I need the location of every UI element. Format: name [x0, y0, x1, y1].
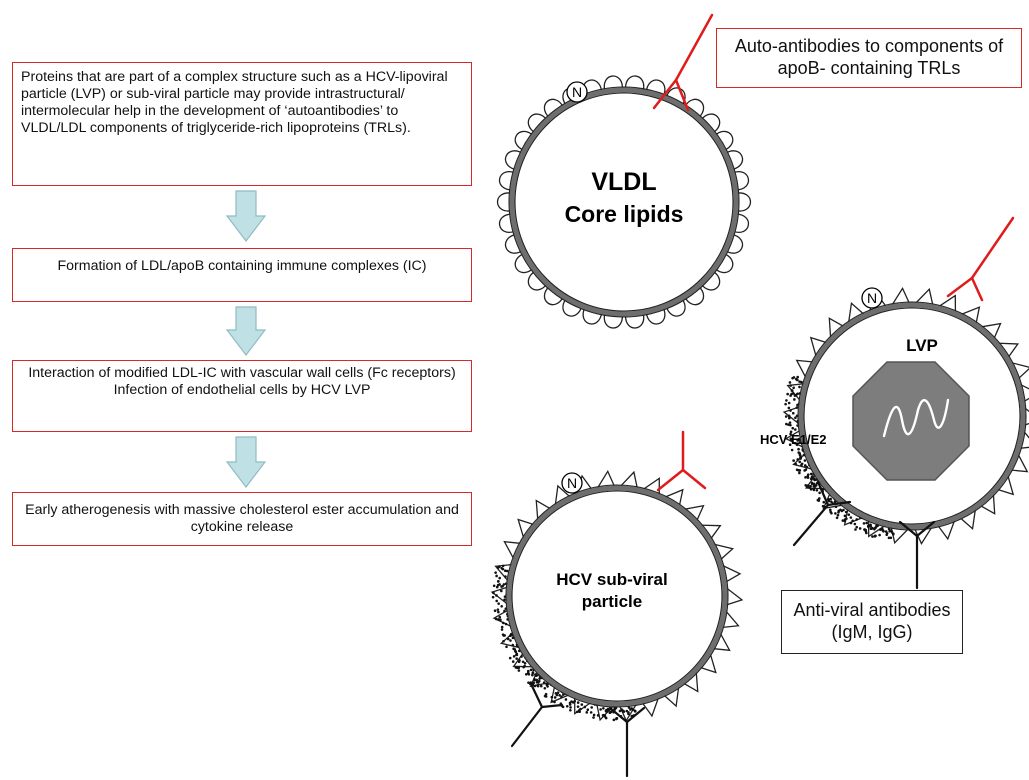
flow-box-immune-complexes-text: Formation of LDL/apoB containing immune …: [57, 258, 427, 274]
n-marker-vldl: N: [566, 81, 588, 103]
n-marker-subviral: N: [561, 472, 583, 494]
subviral-particle: [490, 469, 744, 723]
hcv-e-label: HCV E1/E2: [760, 432, 826, 447]
autoantibody-vldl: [652, 13, 714, 112]
autoantibodies-label-box: Auto-antibodies to components of apoB- c…: [716, 28, 1022, 88]
lvp-title: LVP: [906, 336, 938, 355]
antiviral-label-box: Anti-viral antibodies (IgM, IgG): [781, 590, 963, 654]
autoantibody-subviral: [656, 430, 707, 492]
flow-arrow-1: [226, 190, 266, 242]
antiviral-label: Anti-viral antibodies (IgM, IgG): [793, 600, 951, 642]
subviral-title: HCV sub-viral: [556, 570, 667, 589]
antiviral-antibody-subviral-left: [510, 684, 564, 748]
vldl-subtitle: Core lipids: [565, 201, 684, 227]
autoantibody-lvp: [946, 216, 1015, 302]
antiviral-antibody-lvp-bottom: [898, 520, 936, 590]
hcv-capsid-octagon: [852, 361, 970, 481]
antiviral-antibody-lvp-left: [792, 480, 852, 547]
vldl-membrane: [509, 87, 739, 317]
flow-box-interaction: Interaction of modified LDL-IC with vasc…: [12, 360, 472, 432]
sub-membrane: [506, 485, 728, 707]
n-marker-vldl-label: N: [572, 84, 582, 100]
antiviral-antibody-subviral-bottom: [608, 706, 646, 778]
flow-box-interaction-line1: Interaction of modified LDL-IC with vasc…: [28, 365, 456, 381]
autoantibodies-label: Auto-antibodies to components of apoB- c…: [734, 36, 1004, 78]
flow-box-immune-complexes: Formation of LDL/apoB containing immune …: [12, 248, 472, 302]
flow-box-atherogenesis-text: Early atherogenesis with massive cholest…: [25, 502, 459, 535]
subviral-subtitle: particle: [582, 592, 642, 611]
flow-box-help: Proteins that are part of a complex stru…: [12, 62, 472, 186]
hcv-rna-icon: [882, 398, 950, 438]
flow-box-help-text: Proteins that are part of a complex stru…: [21, 69, 448, 136]
vldl-title: VLDL: [591, 168, 656, 196]
flow-box-interaction-line2: Infection of endothelial cells by HCV LV…: [113, 382, 371, 398]
flow-arrow-3: [226, 436, 266, 488]
flow-box-atherogenesis: Early atherogenesis with massive cholest…: [12, 492, 472, 546]
n-marker-lvp: N: [861, 287, 883, 309]
vldl-particle: [497, 75, 751, 329]
n-marker-subviral-label: N: [567, 475, 577, 491]
flow-arrow-2: [226, 306, 266, 356]
n-marker-lvp-label: N: [867, 290, 877, 306]
